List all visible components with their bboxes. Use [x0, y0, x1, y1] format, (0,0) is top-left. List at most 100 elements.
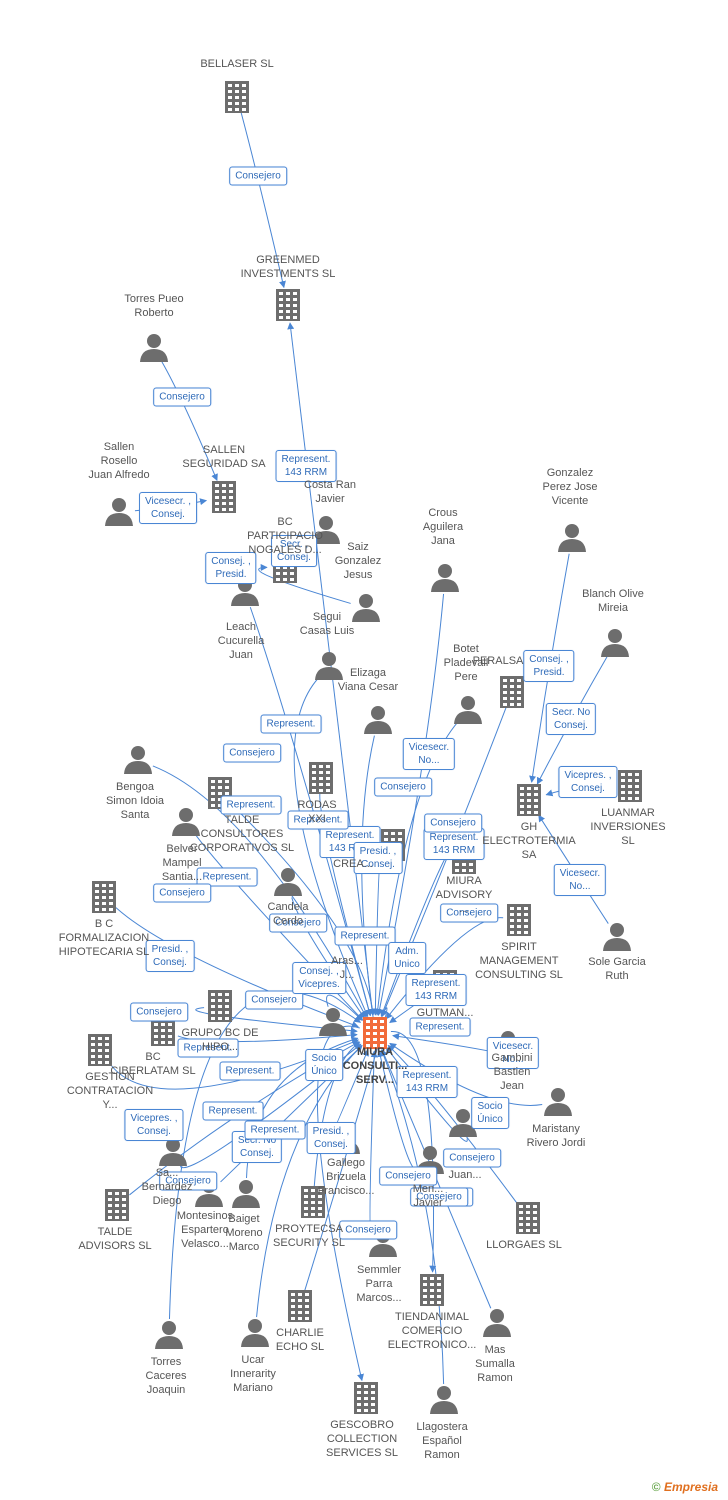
person-icon[interactable] — [449, 1109, 477, 1137]
node-label-bellaser[interactable]: BELLASER SL — [200, 58, 274, 70]
edge-label[interactable]: Socio Único — [305, 1049, 343, 1081]
edge-label[interactable]: Consej. , Presid. — [205, 552, 257, 584]
edge-label[interactable]: Represent. — [287, 810, 349, 830]
edge-label[interactable]: Adm. Unico — [388, 942, 426, 974]
node-label-spirit[interactable]: SPIRIT MANAGEMENT CONSULTING SL — [475, 941, 563, 981]
person-icon[interactable] — [172, 808, 200, 836]
node-label-elizaga[interactable]: Elizaga Viana Cesar — [337, 667, 399, 693]
building-icon[interactable] — [88, 1034, 112, 1066]
edge-label[interactable]: Secr. No Consej. — [545, 703, 597, 735]
edge-label[interactable]: Represent. — [409, 1017, 471, 1037]
node-label-peralsa[interactable]: PERALSA — [472, 655, 524, 667]
node-label-mendez[interactable]: Men... Javier — [412, 1183, 444, 1209]
building-icon[interactable] — [517, 784, 541, 816]
edge-label[interactable]: Consejero — [245, 990, 303, 1010]
edge-label[interactable]: Consejero — [410, 1187, 468, 1207]
edge-label[interactable]: Consejero — [440, 903, 498, 923]
person-icon[interactable] — [274, 868, 302, 896]
node-label-creaciones[interactable]: CREA... — [333, 858, 373, 870]
node-label-baiget[interactable]: Baiget Moreno Marco — [225, 1213, 263, 1253]
node-label-gallego[interactable]: Gallego Brizuela Francisco... — [317, 1157, 375, 1197]
building-icon[interactable] — [507, 904, 531, 936]
person-icon[interactable] — [105, 498, 133, 526]
edge-label[interactable]: Consejero — [130, 1002, 188, 1022]
node-label-gestion_contratacion[interactable]: GESTION CONTRATACION Y... — [66, 1071, 154, 1111]
edge-label[interactable]: Consejero — [153, 387, 211, 407]
person-icon[interactable] — [454, 696, 482, 724]
node-label-torres_pueo[interactable]: Torres Pueo Roberto — [124, 293, 184, 319]
edge-label[interactable]: Vicesecr. , Consej. — [139, 492, 197, 524]
building-icon[interactable] — [500, 676, 524, 708]
node-label-botet[interactable]: Botet Pladevall Pere — [443, 643, 489, 683]
node-label-torres_caceres[interactable]: Torres Caceres Joaquin — [145, 1356, 187, 1396]
node-label-arasanz[interactable]: Aras... J... — [331, 955, 363, 981]
node-label-belver[interactable]: Belver Mampel Santia... — [161, 843, 203, 883]
person-icon[interactable] — [558, 524, 586, 552]
person-icon[interactable] — [431, 564, 459, 592]
node-label-miura_advisory[interactable]: MIURA ADVISORY ... — [435, 875, 493, 915]
node-label-montesinos[interactable]: Montesinos Espartero Velasco... — [176, 1210, 234, 1250]
person-icon[interactable] — [159, 1138, 187, 1166]
person-icon[interactable] — [601, 629, 629, 657]
edge-label[interactable]: Consejero — [443, 1148, 501, 1168]
node-label-sole_garcia[interactable]: Sole Garcia Ruth — [588, 956, 646, 982]
building-icon[interactable] — [105, 1189, 129, 1221]
edge-label[interactable]: Presid. , Consej. — [306, 1122, 356, 1154]
node-label-gonzalez_perez[interactable]: Gonzalez Perez Jose Vicente — [542, 467, 598, 507]
node-label-segui[interactable]: Segui Casas Luis — [299, 611, 355, 637]
building-icon[interactable] — [225, 81, 249, 113]
node-label-llorgaes[interactable]: LLORGAES SL — [486, 1239, 562, 1251]
node-label-leach[interactable]: Leach Cucurella Juan — [217, 621, 265, 661]
edge-label[interactable]: Consejero — [339, 1220, 397, 1240]
edge-label[interactable]: Consej. , Presid. — [523, 650, 575, 682]
building-icon[interactable] — [420, 1274, 444, 1306]
node-label-blanch[interactable]: Blanch Olive Mireia — [582, 588, 644, 614]
edge-label[interactable]: Vicepres. , Consej. — [558, 766, 618, 798]
node-label-ucar[interactable]: Ucar Innerarity Mariano — [230, 1354, 276, 1394]
person-icon[interactable] — [319, 1008, 347, 1036]
node-label-saiz[interactable]: Saiz Gonzalez Jesus — [334, 541, 382, 581]
node-label-maristany[interactable]: Maristany Rivero Jordi — [526, 1123, 586, 1149]
node-label-talde_advisors[interactable]: TALDE ADVISORS SL — [78, 1226, 152, 1252]
building-icon[interactable] — [288, 1290, 312, 1322]
edge-label[interactable]: Vicesecr. No... — [402, 738, 456, 770]
edge-label[interactable]: Consejero — [223, 743, 281, 763]
node-label-sallen_rosello[interactable]: Sallen Rosello Juan Alfredo — [88, 441, 150, 481]
edge-label[interactable]: Represent. 143 RRM — [405, 974, 467, 1006]
person-icon[interactable] — [140, 334, 168, 362]
node-label-mas_sumalla[interactable]: Mas Sumalla Ramon — [475, 1344, 515, 1384]
node-label-crous[interactable]: Crous Aguilera Jana — [422, 507, 464, 547]
edge-label[interactable]: Represent. — [196, 867, 258, 887]
edge-label[interactable]: Represent. — [177, 1038, 239, 1058]
node-label-costa_ran[interactable]: Costa Ran Javier — [304, 479, 356, 505]
edge-label[interactable]: Consejero — [229, 166, 287, 186]
node-label-tiendanimal[interactable]: TIENDANIMAL COMERCIO ELECTRONICO... — [387, 1311, 477, 1351]
person-icon[interactable] — [312, 516, 340, 544]
person-icon[interactable] — [364, 706, 392, 734]
edge-label[interactable]: Consejero — [424, 813, 482, 833]
person-icon[interactable] — [544, 1088, 572, 1116]
edge-label[interactable]: Represent. — [260, 714, 322, 734]
node-label-greenmed[interactable]: GREENMED INVESTMENTS SL — [240, 254, 336, 280]
edge-label[interactable]: Represent. 143 RRM — [396, 1066, 458, 1098]
node-label-llagostera[interactable]: Llagostera Español Ramon — [416, 1421, 468, 1461]
building-icon[interactable] — [208, 990, 232, 1022]
edge-label[interactable]: Consejero — [379, 1166, 437, 1186]
building-icon[interactable] — [276, 289, 300, 321]
person-icon[interactable] — [124, 746, 152, 774]
edge-label[interactable]: Presid. , Consej. — [145, 940, 195, 972]
building-icon[interactable] — [516, 1202, 540, 1234]
node-label-charlie_echo[interactable]: CHARLIE ECHO SL — [275, 1327, 325, 1353]
building-icon[interactable] — [354, 1382, 378, 1414]
building-icon[interactable] — [309, 762, 333, 794]
edge-label[interactable]: Presid. , Consej. — [353, 842, 403, 874]
person-icon[interactable] — [315, 652, 343, 680]
node-label-bc_ciberlatam[interactable]: BC CIBERLATAM SL — [110, 1051, 196, 1077]
node-label-rodas[interactable]: RODAS XXI — [297, 799, 337, 825]
edge-label[interactable]: Consejero — [374, 777, 432, 797]
building-icon[interactable] — [92, 881, 116, 913]
node-label-bc_formalizacion[interactable]: B C FORMALIZACION HIPOTECARIA SL — [58, 918, 150, 958]
edge-label[interactable]: Vicepres. , Consej. — [124, 1109, 184, 1141]
edge-label[interactable]: Consej. , Vicepres. — [292, 962, 346, 994]
node-label-candela[interactable]: Candela Cerdo — [267, 901, 309, 927]
